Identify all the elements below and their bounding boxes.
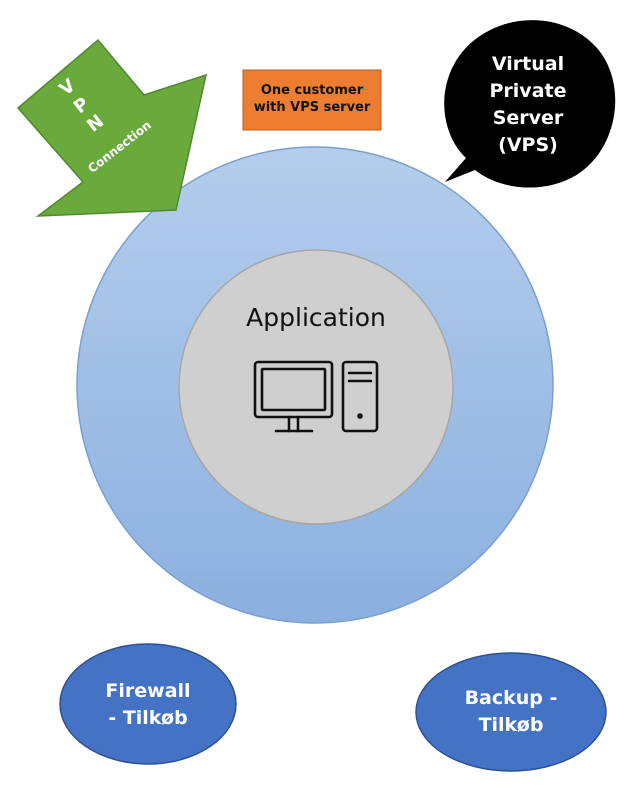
firewall-line1: Firewall — [105, 680, 190, 702]
vps-bubble — [444, 20, 616, 188]
backup-node — [415, 652, 607, 772]
vps-bubble-line1: Virtual — [492, 53, 564, 75]
vps-bubble-line4: (VPS) — [498, 134, 558, 156]
vpn-arrow — [16, 38, 208, 217]
customer-box-line1: One customer — [261, 83, 364, 98]
application-label: Application — [246, 303, 386, 332]
backup-line2: Tilkøb — [479, 714, 544, 736]
vps-bubble-line3: Server — [493, 107, 564, 129]
vps-bubble-line2: Private — [490, 80, 567, 102]
firewall-line2: - Tilkøb — [108, 707, 187, 729]
customer-box — [242, 69, 382, 131]
customer-box-line2: with VPS server — [254, 100, 371, 115]
computer-icon — [253, 360, 379, 433]
backup-line1: Backup - — [465, 687, 558, 709]
application-circle — [178, 249, 454, 525]
firewall-node — [59, 643, 237, 765]
